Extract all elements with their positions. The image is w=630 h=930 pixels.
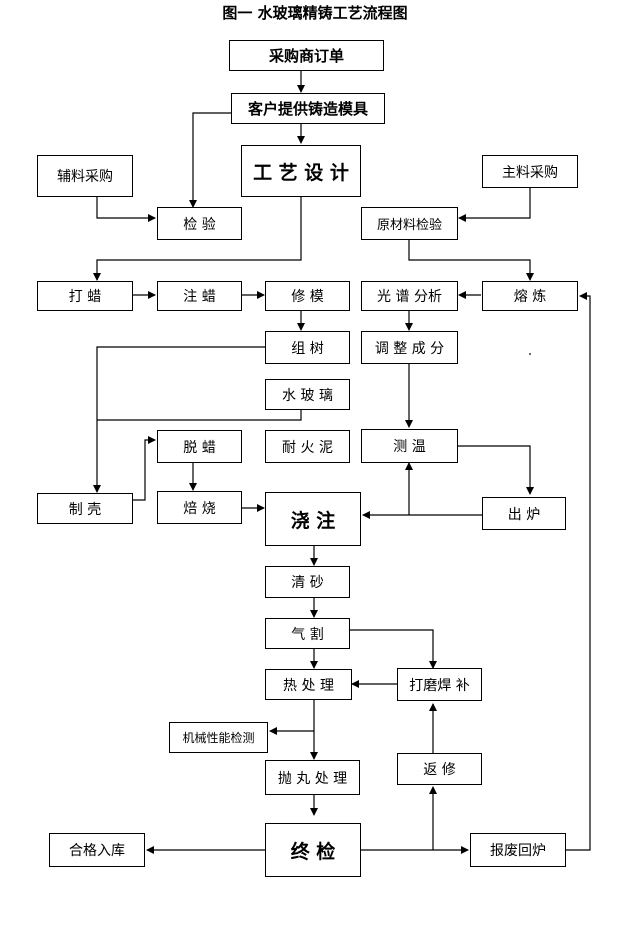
- edge-mold-inspect: [189, 112, 231, 208]
- node-inject: 注 蜡: [157, 281, 242, 311]
- node-melt: 熔 炼: [482, 281, 578, 311]
- node-repair-mold: 修 模: [265, 281, 350, 311]
- edge-design-wax: [93, 197, 302, 281]
- node-scrap: 报废回炉: [470, 833, 566, 867]
- node-tree: 组 树: [265, 331, 350, 364]
- node-aux: 辅料采购: [37, 155, 133, 197]
- node-spectro: 光 谱 分析: [361, 281, 458, 311]
- node-final: 终 检: [265, 823, 361, 877]
- node-design: 工 艺 设 计: [241, 145, 361, 197]
- edge-design-melt: [408, 240, 534, 281]
- edge-cut-grind: [350, 629, 437, 669]
- node-temp: 测 温: [361, 429, 458, 463]
- edge-temp-tap: [458, 445, 534, 495]
- node-main-buy: 主料采购: [482, 155, 578, 188]
- node-pour: 浇 注: [265, 492, 361, 546]
- edge-shell-dewax: [133, 436, 156, 501]
- node-dewax: 脱 蜡: [157, 430, 242, 463]
- node-order: 采购商订单: [229, 40, 384, 71]
- edge-scrap-melt: [566, 292, 591, 851]
- node-raw: 原材料检验: [361, 207, 458, 240]
- edge-glass-join: [97, 410, 302, 421]
- edge-aux-inspect: [96, 197, 156, 222]
- node-heat: 热 处 理: [265, 669, 352, 700]
- node-grind: 打磨焊 补: [397, 668, 482, 701]
- node-cut: 气 割: [265, 618, 350, 649]
- node-sand: 清 砂: [265, 566, 350, 598]
- node-rework: 返 修: [397, 753, 482, 785]
- node-shot: 抛 丸 处 理: [265, 760, 360, 795]
- node-wax: 打 蜡: [37, 281, 133, 311]
- node-roast: 焙 烧: [157, 491, 242, 524]
- node-adjust: 调 整 成 分: [361, 331, 458, 364]
- node-fireclay: 耐 火 泥: [265, 430, 350, 463]
- stray-dot: [529, 353, 531, 355]
- node-glass: 水 玻 璃: [265, 379, 350, 410]
- node-mold: 客户提供铸造模具: [231, 93, 385, 124]
- edge-main-raw: [458, 188, 531, 222]
- node-shell: 制 壳: [37, 493, 133, 524]
- node-pass: 合格入库: [49, 833, 145, 867]
- node-mech: 机械性能检测: [169, 722, 268, 753]
- diagram-title: 图一 水玻璃精铸工艺流程图: [222, 4, 408, 22]
- edge-tree-shell: [93, 346, 265, 493]
- node-inspect: 检 验: [157, 207, 242, 240]
- node-tap: 出 炉: [482, 497, 566, 530]
